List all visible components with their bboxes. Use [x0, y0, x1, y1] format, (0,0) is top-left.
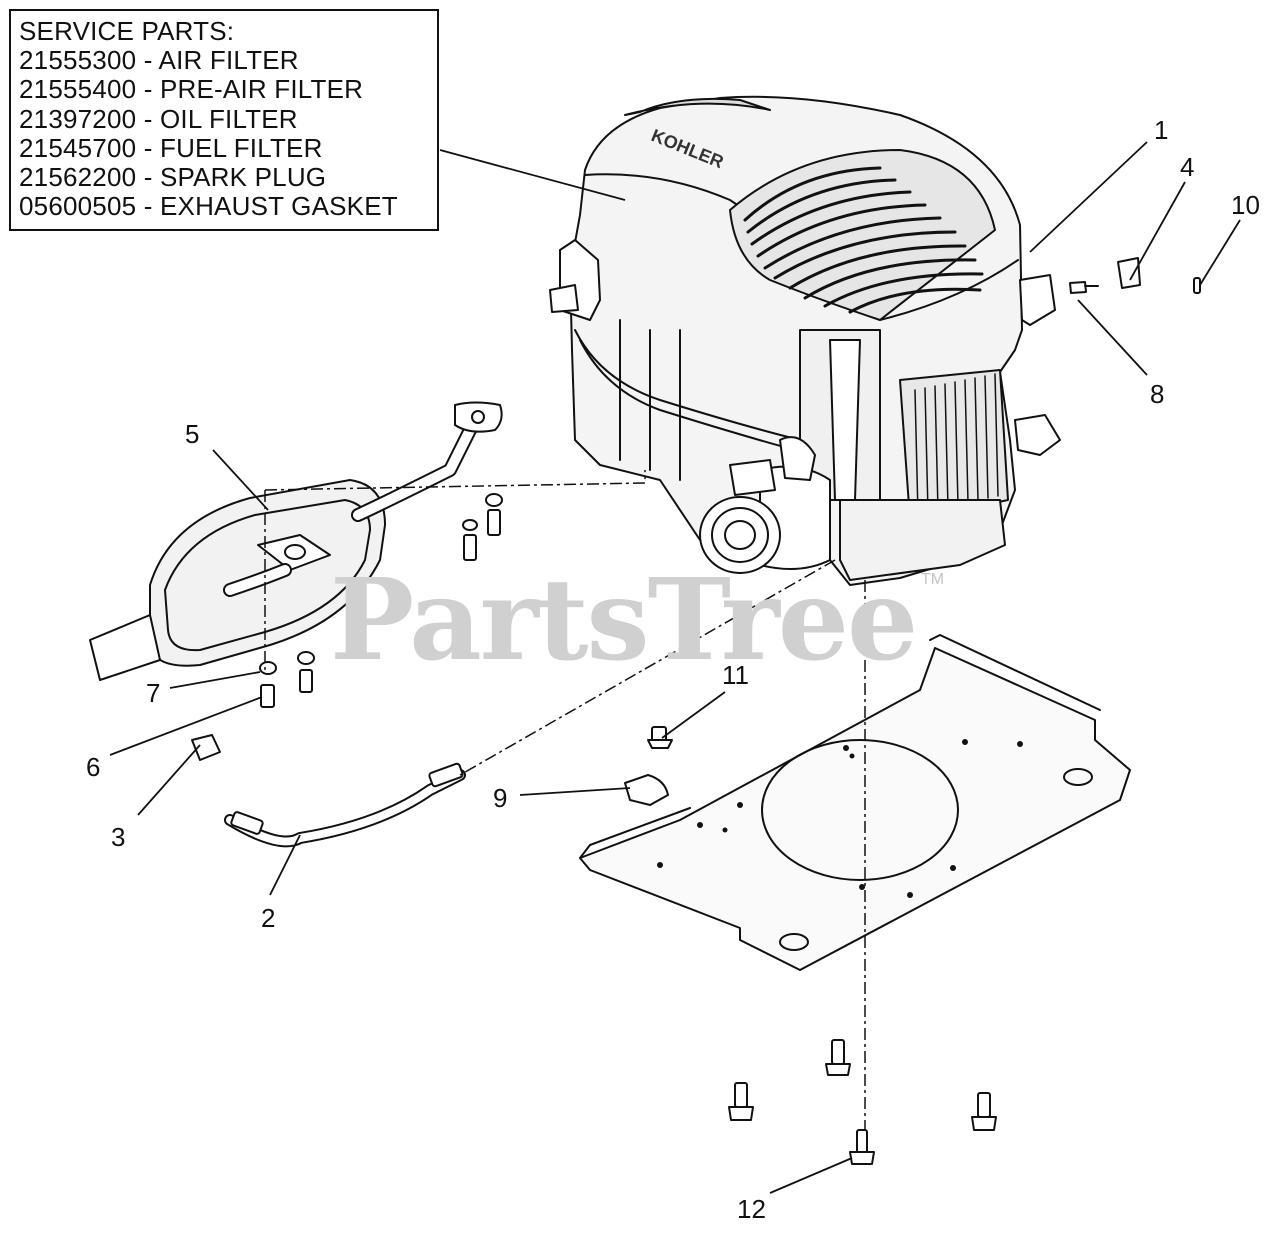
service-part-spark-plug: 21562200 - SPARK PLUG	[19, 162, 327, 193]
guide-lines	[264, 470, 866, 1130]
service-part-pre-air-filter: 21555400 - PRE-AIR FILTER	[19, 74, 364, 105]
service-parts-box: SERVICE PARTS: 21555300 - AIR FILTER 215…	[9, 9, 439, 231]
clip-and-bolt	[624, 726, 673, 806]
muffler-assembly	[89, 401, 503, 681]
callout-2[interactable]: 2	[261, 903, 276, 933]
callout-1[interactable]: 1	[1154, 115, 1169, 145]
watermark: PartsTree	[330, 555, 918, 686]
callout-4[interactable]: 4	[1180, 152, 1195, 182]
leader-lines	[109, 141, 1241, 1194]
service-part-oil-filter: 21397200 - OIL FILTER	[19, 103, 298, 134]
hose	[224, 762, 466, 848]
service-parts-heading: SERVICE PARTS:	[19, 16, 235, 46]
callout-7[interactable]: 7	[146, 678, 161, 708]
callout-11[interactable]: 11	[722, 660, 749, 690]
service-part-exhaust-gasket: 05600505 - EXHAUST GASKET	[19, 191, 398, 222]
callout-5[interactable]: 5	[185, 419, 200, 449]
callout-10[interactable]: 10	[1231, 190, 1260, 220]
small-hardware	[1069, 257, 1201, 294]
callout-6[interactable]: 6	[86, 752, 101, 782]
callout-9[interactable]: 9	[493, 783, 508, 813]
base-plate	[579, 634, 1131, 971]
service-part-fuel-filter: 21545700 - FUEL FILTER	[19, 132, 323, 163]
watermark-trademark: TM	[921, 571, 945, 588]
muffler-fasteners	[191, 493, 503, 761]
bottom-bolts	[728, 1039, 997, 1165]
callout-8[interactable]: 8	[1150, 379, 1165, 409]
callout-12[interactable]: 12	[737, 1194, 766, 1224]
engine-assembly: KOHLER	[549, 95, 1061, 586]
service-part-air-filter: 21555300 - AIR FILTER	[19, 45, 299, 76]
callout-3[interactable]: 3	[111, 822, 126, 852]
